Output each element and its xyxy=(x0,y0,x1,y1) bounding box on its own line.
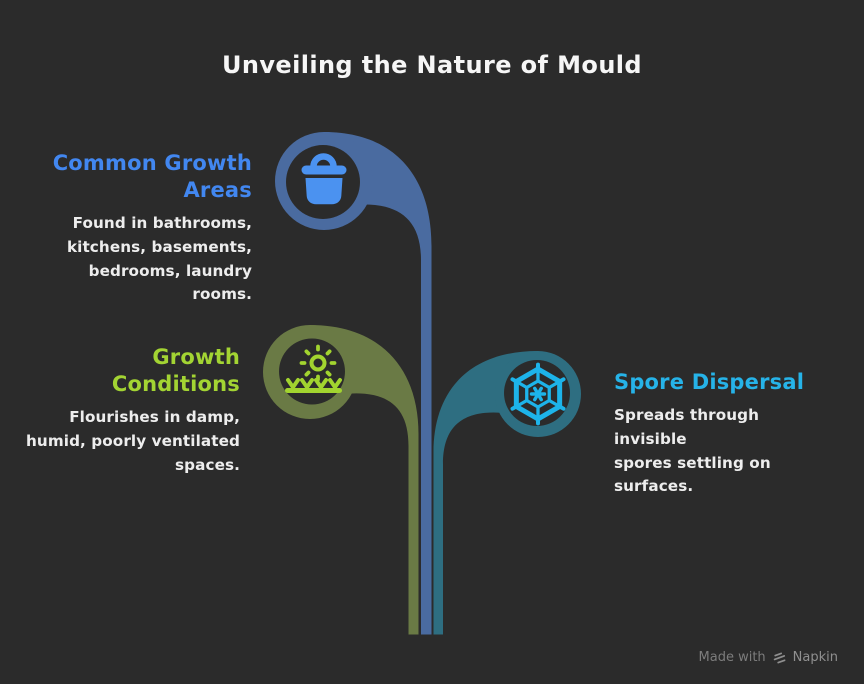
sun-over-sprouts-icon xyxy=(285,344,342,393)
page-title: Unveiling the Nature of Mould xyxy=(221,51,643,79)
node-text-common-growth-areas: Common Growth Areas Found in bathrooms, … xyxy=(12,150,252,307)
node-body-spore-dispersal: Spreads through invisible spores settlin… xyxy=(614,406,771,496)
node-heading-growth-conditions: Growth Conditions xyxy=(111,345,240,396)
node-body-common-growth-areas: Found in bathrooms, kitchens, basements,… xyxy=(66,214,252,304)
napkin-logo-icon xyxy=(773,652,786,663)
node-text-spore-dispersal: Spore Dispersal Spreads through invisibl… xyxy=(614,369,829,499)
napkin-watermark-link[interactable]: Made with Napkin xyxy=(699,650,838,665)
node-heading-common-growth-areas: Common Growth Areas xyxy=(52,151,252,202)
branch-common-growth-areas xyxy=(275,132,432,635)
watermark-prefix: Made with xyxy=(698,650,766,665)
branch-growth-conditions xyxy=(263,325,419,635)
watermark-brand: Napkin xyxy=(792,650,838,665)
branch-spore-dispersal xyxy=(433,351,581,635)
node-body-growth-conditions: Flourishes in damp, humid, poorly ventil… xyxy=(26,408,240,474)
basket-icon xyxy=(301,153,347,205)
node-text-growth-conditions: Growth Conditions Flourishes in damp, hu… xyxy=(0,344,240,477)
node-heading-spore-dispersal: Spore Dispersal xyxy=(614,370,805,394)
spore-web-icon xyxy=(510,362,566,426)
